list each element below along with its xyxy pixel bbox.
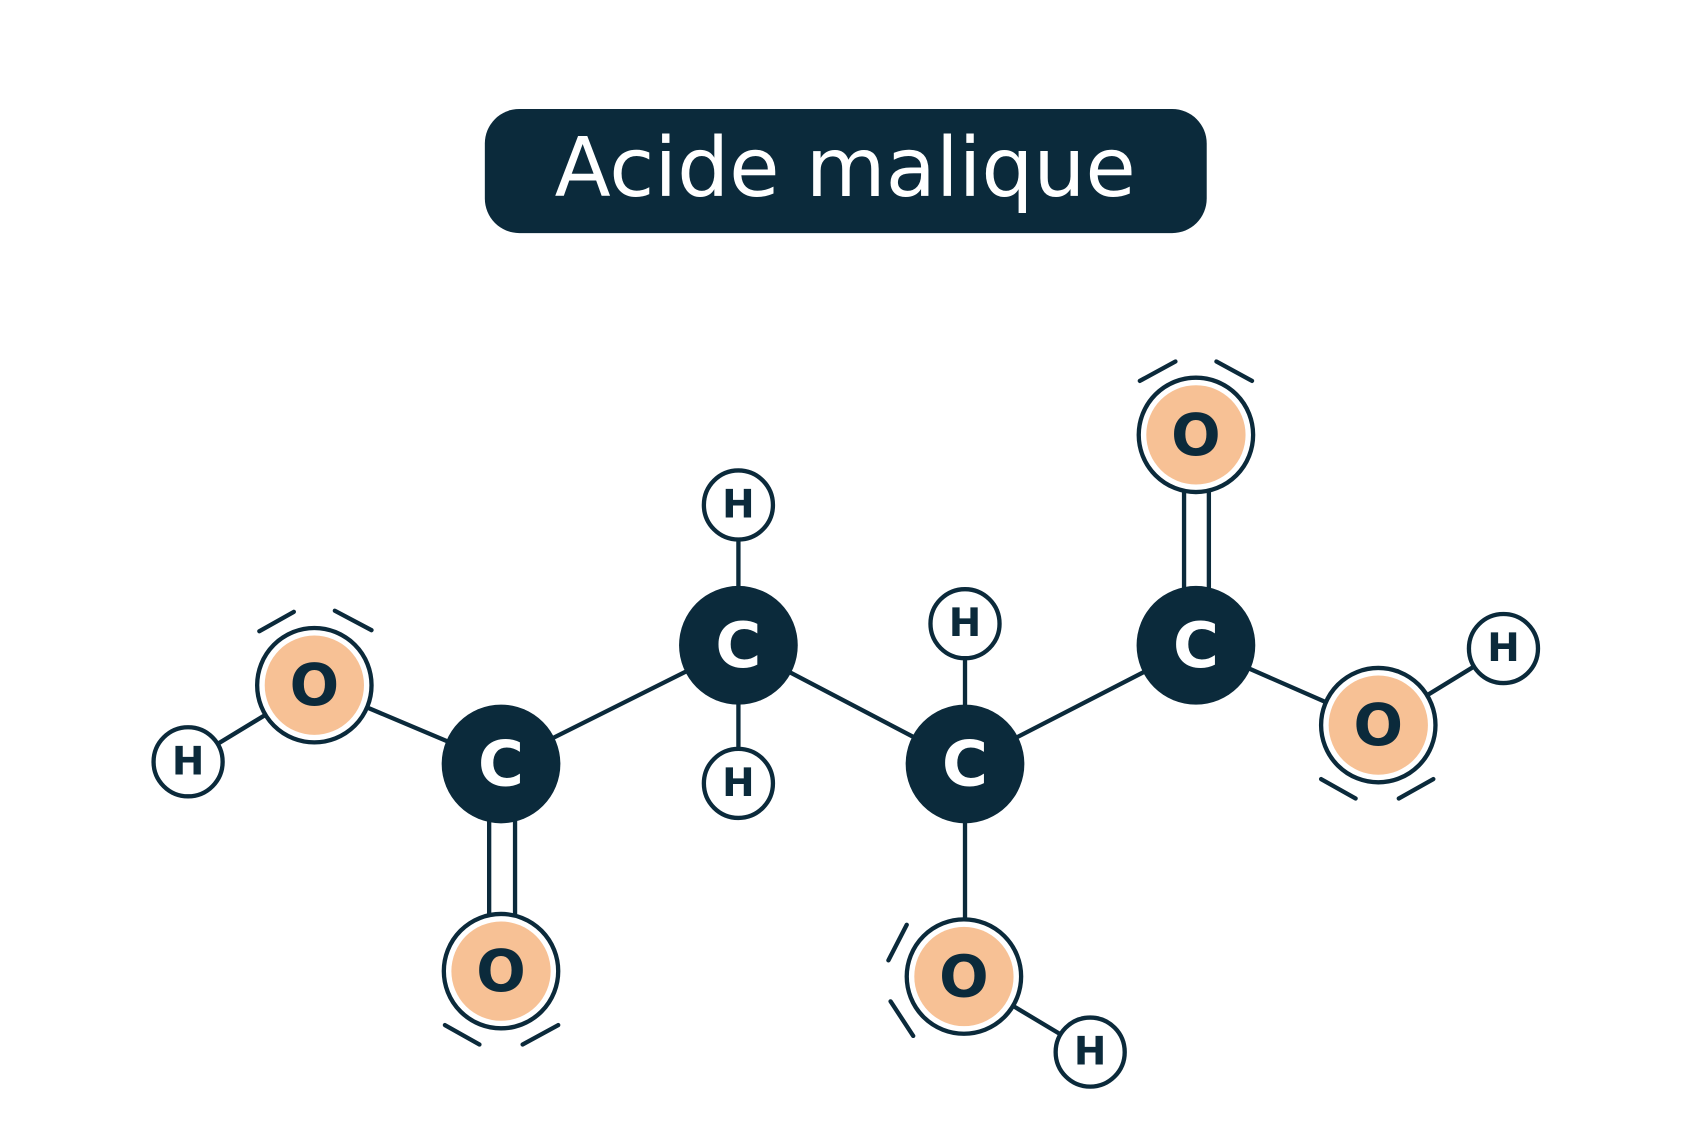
hydrogen-label: H xyxy=(1074,1030,1107,1075)
hydrogen-label: H xyxy=(722,761,755,806)
carbon-atom: C xyxy=(1136,585,1256,705)
carbon-label: C xyxy=(1173,609,1219,682)
title-text: Acide malique xyxy=(555,121,1136,216)
hydrogen-label: H xyxy=(722,482,755,527)
oxygen-label: O xyxy=(939,943,989,1011)
carbon-label: C xyxy=(715,609,761,682)
hydrogen-atom: H xyxy=(151,725,225,799)
title-banner: Acide malique xyxy=(484,108,1207,234)
carbon-atom: C xyxy=(441,704,561,824)
carbon-atom: C xyxy=(679,585,798,705)
oxygen-label: O xyxy=(1354,691,1404,759)
oxygen-atom: O xyxy=(904,917,1024,1036)
hydrogen-label: H xyxy=(949,601,982,646)
lone-pairs xyxy=(257,359,1436,1047)
hydrogen-label: H xyxy=(172,739,205,784)
hydrogen-atom: H xyxy=(701,468,776,542)
oxygen-atom: O xyxy=(1136,375,1256,495)
carbon-label: C xyxy=(478,727,524,800)
bonds xyxy=(185,432,1506,1055)
oxygen-atom: O xyxy=(1318,665,1438,785)
carbon-atom: C xyxy=(905,704,1025,824)
hydrogen-atom: H xyxy=(701,746,776,821)
oxygen-label: O xyxy=(476,937,526,1005)
oxygen-atom: O xyxy=(441,911,561,1031)
hydrogen-atom: H xyxy=(1053,1015,1127,1089)
hydrogen-atom: H xyxy=(928,587,1002,661)
hydrogen-atom: H xyxy=(1466,611,1541,686)
oxygen-label: O xyxy=(1171,401,1221,469)
oxygen-label: O xyxy=(290,651,340,719)
oxygen-atom: O xyxy=(254,625,374,745)
hydrogen-label: H xyxy=(1487,626,1520,671)
carbon-label: C xyxy=(942,727,988,800)
